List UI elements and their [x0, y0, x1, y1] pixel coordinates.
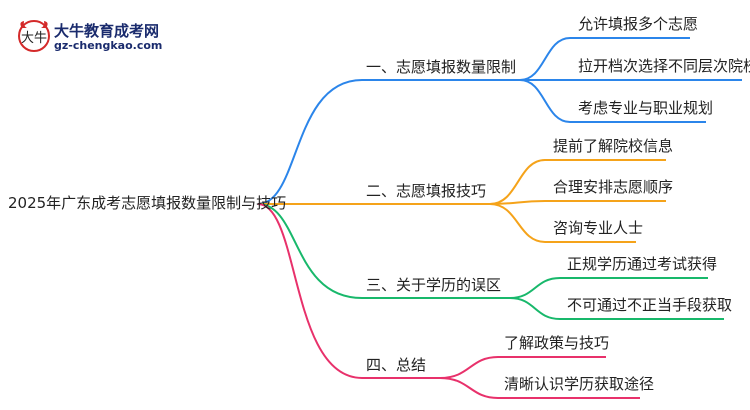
branch-label-3: 三、关于学历的误区: [366, 276, 502, 294]
connector-leaf-3-2: [509, 297, 561, 320]
connector-leaf-2-1: [489, 159, 546, 205]
connector-leaf-1-3: [519, 79, 571, 123]
logo-title: 大牛教育成考网: [54, 22, 160, 40]
logo-url: gz-chengkao.com: [54, 39, 163, 52]
leaf-2-1: 提前了解院校信息: [553, 137, 674, 155]
leaf-1-2: 拉开档次选择不同层次院校: [578, 57, 750, 75]
svg-text:大牛: 大牛: [21, 31, 47, 46]
leaf-1-1: 允许填报多个志愿: [578, 15, 699, 33]
leaf-2-2: 合理安排志愿顺序: [553, 178, 674, 196]
site-logo: 大牛 大牛教育成考网 gz-chengkao.com: [14, 18, 164, 54]
connector-branch-1: [257, 79, 363, 205]
branch-label-4: 四、总结: [366, 356, 427, 374]
leaf-2-3: 咨询专业人士: [553, 219, 644, 237]
connector-leaf-4-1: [439, 356, 499, 379]
connector-branch-3: [257, 203, 363, 299]
leaf-4-2: 清晰认识学历获取途径: [504, 375, 655, 393]
leaf-4-1: 了解政策与技巧: [504, 334, 610, 352]
connector-leaf-1-1: [519, 37, 571, 81]
connector-leaf-4-2: [439, 377, 499, 399]
connector-branch-4: [257, 203, 363, 379]
ox-head-logo-icon: 大牛: [18, 20, 50, 52]
branch-label-2: 二、志愿填报技巧: [366, 182, 487, 200]
branch-label-1: 一、志愿填报数量限制: [366, 58, 517, 76]
leaf-3-1: 正规学历通过考试获得: [567, 255, 718, 273]
leaf-3-2: 不可通过不正当手段获取: [567, 296, 733, 314]
connector-leaf-2-3: [489, 203, 546, 243]
connector-leaf-3-1: [509, 277, 561, 299]
leaf-1-3: 考虑专业与职业规划: [578, 99, 714, 117]
mindmap-root: 2025年广东成考志愿填报数量限制与技巧: [8, 194, 287, 212]
